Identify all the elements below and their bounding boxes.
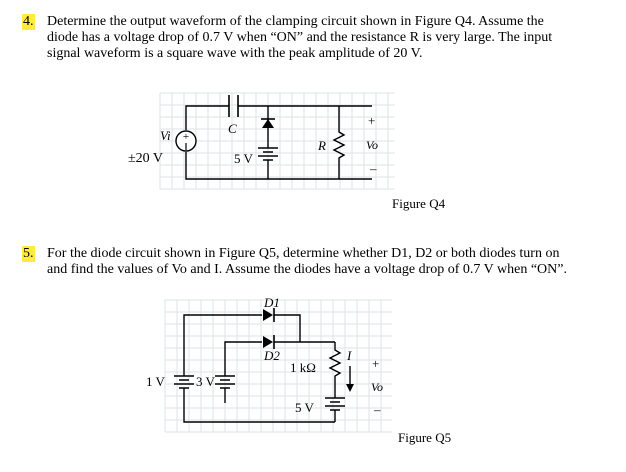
question-5-line-2: and find the values of Vo and I. Assume …	[47, 262, 567, 277]
label-d1: D1	[263, 295, 280, 310]
label-resistor: R	[317, 138, 326, 153]
label-capacitor: C	[228, 121, 237, 136]
figure-q5-grid	[164, 299, 392, 433]
label-battery-5v: 5 V	[295, 400, 315, 415]
label-vi: Vi	[160, 128, 171, 143]
question-4-line-3: signal waveform is a square wave with th…	[47, 46, 423, 61]
capacitor-c-symbol	[228, 95, 239, 117]
figure-q5-caption: Figure Q5	[398, 430, 452, 445]
battery-3v-symbol	[215, 375, 235, 389]
label-current: I	[346, 348, 352, 363]
question-5-number: 5.	[22, 246, 35, 262]
question-5-text: For the diode circuit shown in Figure Q5…	[47, 246, 602, 278]
label-battery: 5 V	[234, 151, 254, 166]
battery-5v-symbol	[325, 397, 345, 411]
svg-text:+: +	[183, 131, 189, 143]
diode-symbol	[261, 118, 275, 128]
question-5: 5. For the diode circuit shown in Figure…	[22, 246, 602, 278]
question-5-line-1: For the diode circuit shown in Figure Q5…	[47, 246, 560, 261]
question-4-line-2: diode has a voltage drop of 0.7 V when “…	[47, 30, 553, 45]
figure-q4-caption: Figure Q4	[392, 196, 446, 211]
question-4-line-1: Determine the output waveform of the cla…	[47, 14, 544, 29]
label-amplitude: ±20 V	[128, 151, 163, 166]
battery-5v-symbol	[258, 147, 278, 161]
diode-d1-symbol	[263, 308, 275, 322]
label-d2: D2	[263, 348, 280, 363]
diode-d2-symbol	[263, 335, 275, 349]
label-minus: –	[369, 161, 377, 176]
battery-1v-symbol	[174, 375, 194, 389]
question-4-text: Determine the output waveform of the cla…	[47, 14, 602, 62]
label-vo: Vo	[371, 380, 383, 394]
figure-q4-grid	[159, 92, 395, 190]
label-battery-3v: 3 V	[196, 374, 216, 389]
label-minus: –	[373, 402, 381, 417]
current-arrow-icon	[346, 366, 354, 392]
label-plus: +	[372, 356, 379, 371]
figure-q5-wires	[183, 314, 342, 423]
question-4: 4. Determine the output waveform of the …	[22, 14, 602, 62]
label-plus: +	[368, 113, 375, 128]
label-battery-1v: 1 V	[146, 374, 166, 389]
label-vo: Vo	[366, 138, 378, 152]
label-resistor: 1 kΩ	[290, 360, 316, 375]
source-vi-symbol: +	[175, 130, 197, 152]
question-4-number: 4.	[22, 14, 35, 30]
